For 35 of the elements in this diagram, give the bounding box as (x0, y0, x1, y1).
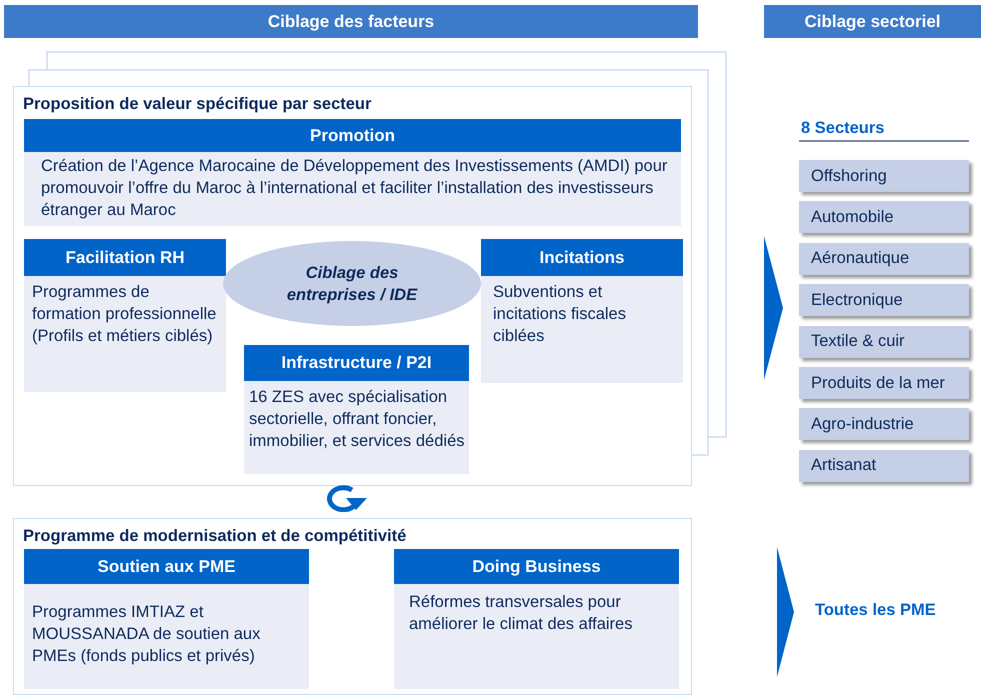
card-text: Réformes transversales pour améliorer le climat des affaires (409, 592, 634, 635)
card-text: Création de l’Agence Marocaine de Développement des Investissements (AMDI) pour promouvoir l’offre du Maroc à l’international et faciliter l’installation des investisseurs étranger au Maroc (41, 156, 668, 221)
info-card (394, 549, 679, 689)
card-header: Infrastructure / P2I (244, 345, 469, 381)
ellipse-node: Ciblage des entreprises / IDE (223, 241, 481, 326)
panel-title: Programme de modernisation et de compétitivité (23, 527, 406, 546)
card-header: Soutien aux PME (24, 549, 309, 584)
card-header: Promotion (24, 119, 681, 152)
sector-tag: Automobile (799, 201, 969, 234)
card-header: Incitations (481, 239, 683, 276)
sector-tag: Textile & cuir (799, 326, 969, 358)
info-card (24, 239, 226, 392)
card-text: Programmes de formation professionnelle (Profils et métiers ciblés) (32, 282, 218, 347)
header-bar: Ciblage des facteurs (4, 5, 698, 38)
card-text: Subventions et incitations fiscales ciblées (493, 282, 627, 347)
card-header: Doing Business (394, 549, 679, 584)
sector-tag: Aéronautique (799, 242, 969, 275)
sector-tag: Offshoring (799, 160, 969, 192)
card-text: Programmes IMTIAZ et MOUSSANADA de soutien aux PMEs (fonds publics et privés) (32, 602, 262, 667)
sector-tag: Agro-industrie (799, 408, 969, 440)
section-label: Toutes les PME (815, 601, 936, 620)
panel-frame (13, 518, 692, 695)
card-text: 16 ZES avec spécialisation sectorielle, offrant foncier, immobilier, et services dédiés (249, 387, 466, 452)
card-header: Facilitation RH (24, 239, 226, 276)
panel-title: Proposition de valeur spécifique par secteur (23, 95, 372, 114)
panel-frame (13, 86, 692, 486)
section-label: 8 Secteurs (801, 119, 884, 138)
info-card (481, 239, 683, 383)
header-bar: Ciblage sectoriel (764, 5, 981, 38)
sector-tag: Artisanat (799, 450, 969, 482)
sector-tag: Produits de la mer (799, 367, 969, 399)
info-card (24, 549, 309, 689)
sector-tag: Electronique (799, 284, 969, 316)
info-card (24, 119, 681, 226)
info-card (244, 345, 469, 474)
